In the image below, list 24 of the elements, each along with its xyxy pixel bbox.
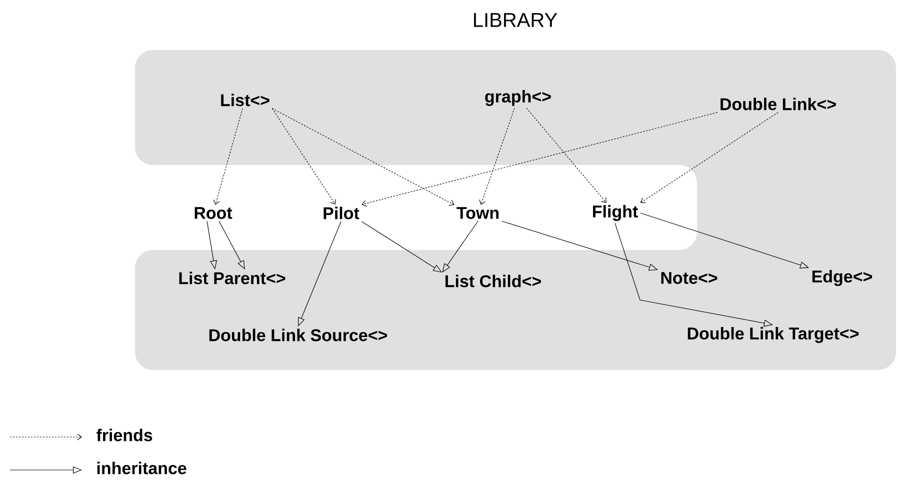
class-label: Double Link<> [720, 98, 836, 110]
class-label: Double Link Target<> [688, 327, 859, 343]
class-label: Flight [593, 205, 638, 221]
arrow [272, 108, 454, 206]
class-label: List<> [221, 94, 270, 106]
class-label: Edge<> [812, 270, 872, 286]
library-region [135, 50, 896, 370]
class-label: List Child<> [446, 274, 541, 288]
class-label: List Parent<> [179, 272, 286, 284]
class-label: graph<> [485, 90, 551, 106]
region-title: LIBRARY [474, 13, 558, 27]
legend-text: inheritance [97, 462, 186, 474]
class-label: Pilot [324, 206, 360, 220]
arrow [213, 108, 243, 205]
arrow [362, 112, 718, 207]
arrow [479, 108, 515, 205]
class-label: Double Link Source<> [209, 328, 388, 342]
arrow [272, 108, 336, 205]
class-label: Town [456, 207, 499, 219]
arrow [640, 112, 778, 204]
arrow [526, 108, 606, 203]
class-label: Note<> [661, 272, 718, 284]
legend-text: friends [96, 428, 152, 442]
class-label: Root [194, 207, 232, 219]
